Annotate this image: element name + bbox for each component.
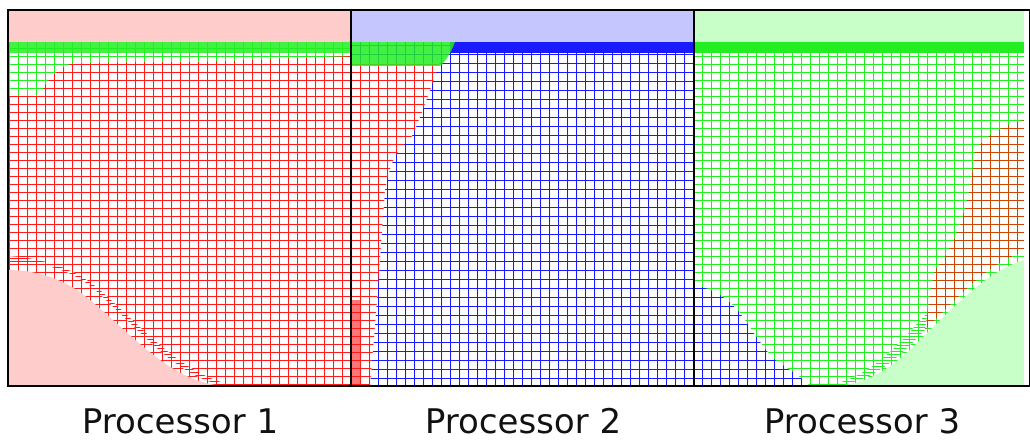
processor-1-green-top	[8, 42, 351, 53]
processor-3-blue-region	[694, 285, 810, 386]
processor-1-green-region	[8, 42, 351, 96]
processor-3-panel	[693, 9, 1030, 387]
processor-1-caption: Processor 1	[81, 402, 279, 442]
processor-1-mesh	[8, 42, 351, 386]
processor-3-caption: Processor 3	[763, 402, 961, 442]
processor-2-blue-top	[450, 42, 694, 53]
processor-3-outline	[693, 9, 1030, 387]
processor-2-red-strip	[351, 300, 361, 386]
processor-2-red-region	[351, 62, 440, 386]
processor-3-brown-region	[925, 120, 1024, 330]
processor-1-panel	[7, 9, 352, 387]
processor-3-green-top	[694, 42, 1024, 53]
processor-2-panel	[350, 9, 695, 387]
processor-2-green-region	[351, 42, 455, 66]
processor-2-caption: Processor 2	[424, 402, 622, 442]
